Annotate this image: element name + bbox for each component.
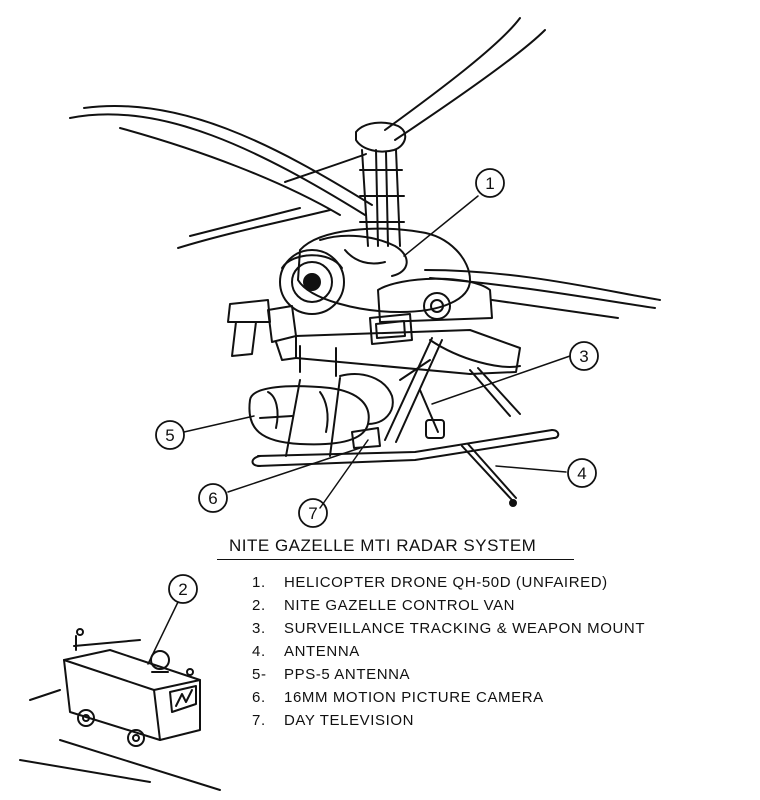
callout-5: 5 bbox=[165, 426, 174, 445]
legend-number: 6. bbox=[252, 689, 266, 706]
legend-number: 1. bbox=[252, 574, 266, 591]
callout-7: 7 bbox=[308, 504, 317, 523]
legend-item: 1. HELICOPTER DRONE QH-50D (UNFAIRED) bbox=[252, 574, 645, 597]
legend-number: 7. bbox=[252, 712, 266, 729]
callout-6: 6 bbox=[208, 489, 217, 508]
callout-1: 1 bbox=[485, 174, 494, 193]
legend-number: 4. bbox=[252, 643, 266, 660]
legend-list: 1. HELICOPTER DRONE QH-50D (UNFAIRED) 2. N… bbox=[252, 574, 645, 735]
rotor-blades bbox=[69, 17, 661, 319]
legend-number: 3. bbox=[252, 620, 266, 637]
rotor-mast bbox=[355, 121, 407, 247]
sensor-pod bbox=[369, 277, 493, 345]
callout-leaders bbox=[147, 195, 571, 665]
callout-3: 3 bbox=[579, 347, 588, 366]
callout-2: 2 bbox=[178, 580, 187, 599]
legend-label: NITE GAZELLE CONTROL VAN bbox=[284, 597, 516, 614]
platform-deck bbox=[295, 329, 521, 377]
camera-mount bbox=[351, 427, 381, 449]
left-bracket bbox=[227, 299, 297, 361]
legend-number: 2. bbox=[252, 597, 266, 614]
callout-4: 4 bbox=[577, 464, 586, 483]
legend-label: ANTENNA bbox=[284, 643, 360, 660]
legend-item: 3. SURVEILLANCE TRACKING & WEAPON MOUNT bbox=[252, 620, 645, 643]
legend-item: 6. 16MM MOTION PICTURE CAMERA bbox=[252, 689, 645, 712]
legend-label: HELICOPTER DRONE QH-50D (UNFAIRED) bbox=[284, 574, 608, 591]
legend-label: DAY TELEVISION bbox=[284, 712, 415, 729]
pps5-antenna bbox=[248, 373, 394, 446]
legend-item: 5- PPS-5 ANTENNA bbox=[252, 666, 645, 689]
legend-number: 5- bbox=[252, 666, 267, 683]
legend-label: 16MM MOTION PICTURE CAMERA bbox=[284, 689, 544, 706]
legend-item: 2. NITE GAZELLE CONTROL VAN bbox=[252, 597, 645, 620]
legend-item: 7. DAY TELEVISION bbox=[252, 712, 645, 735]
control-van bbox=[19, 628, 221, 791]
figure-title: NITE GAZELLE MTI RADAR SYSTEM bbox=[217, 536, 574, 560]
legend-item: 4. ANTENNA bbox=[252, 643, 645, 666]
tracking-weapon-mount bbox=[384, 337, 521, 443]
callout-circles bbox=[155, 168, 599, 604]
legend-label: PPS-5 ANTENNA bbox=[284, 666, 411, 683]
helicopter-drone-body bbox=[279, 227, 471, 315]
antenna bbox=[461, 443, 517, 507]
legend-label: SURVEILLANCE TRACKING & WEAPON MOUNT bbox=[284, 620, 646, 637]
